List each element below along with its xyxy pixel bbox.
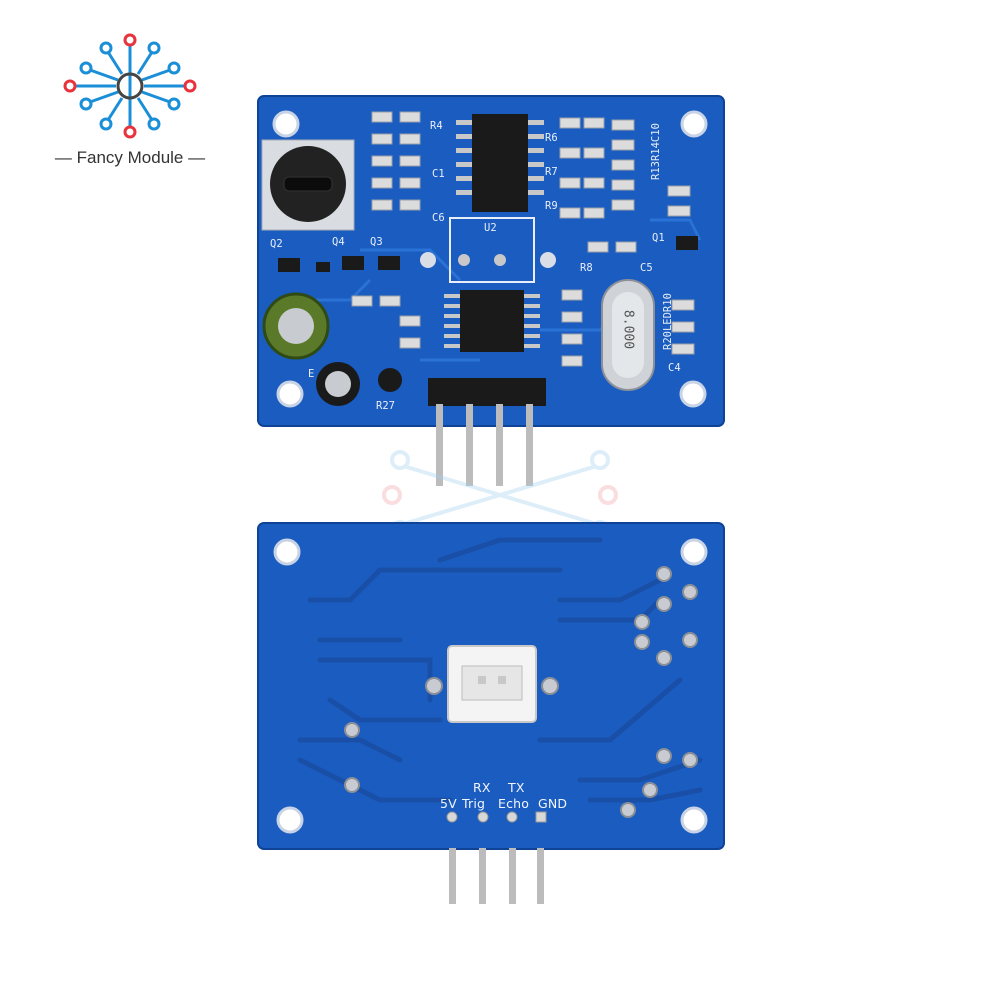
silk-q1: Q1	[652, 232, 665, 244]
silk-r9: R9	[545, 200, 558, 212]
pin-label-echo: Echo	[498, 796, 530, 811]
silk-c5: C5	[640, 262, 653, 274]
brand-logo	[63, 33, 197, 139]
silk-u2: U2	[484, 222, 497, 234]
front-board-image	[257, 95, 725, 486]
silk-e1: E	[308, 368, 315, 380]
brand-name: Fancy Module	[76, 148, 184, 167]
silk-q2: Q2	[270, 238, 283, 250]
silk-r7: R7	[545, 166, 558, 178]
silk-r27: R27	[376, 400, 395, 412]
silk-q4: Q4	[332, 236, 345, 248]
silk-q3: Q3	[370, 236, 383, 248]
pin-label-gnd: GND	[538, 796, 568, 811]
pin-label-rx: RX	[473, 780, 491, 795]
brand-name-row: — Fancy Module —	[54, 148, 206, 167]
silk-c4: C4	[668, 362, 681, 374]
pin-label-tx: TX	[508, 780, 525, 795]
silk-c1: C1	[432, 168, 445, 180]
silk-r8: R8	[580, 262, 593, 274]
silk-c6: C6	[432, 212, 445, 224]
pin-label-trig: Trig	[462, 796, 486, 811]
pin-label-5v: 5V	[440, 796, 457, 811]
silk-r4: R4	[430, 120, 443, 132]
silk-r6: R6	[545, 132, 558, 144]
